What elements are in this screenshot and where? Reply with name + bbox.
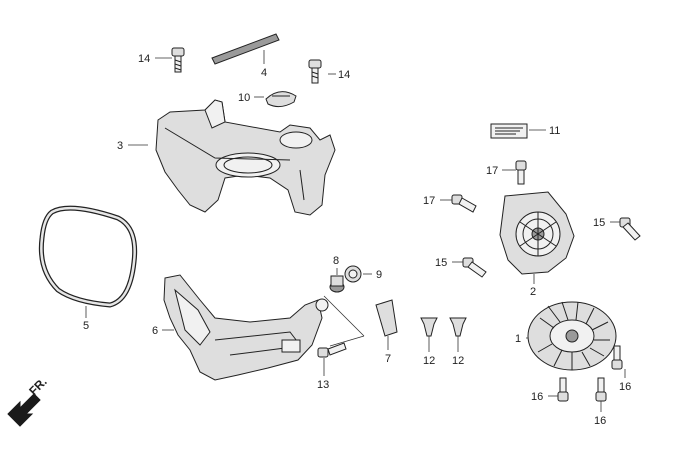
callout-12-left: 12 — [423, 355, 435, 367]
callout-16-middle: 16 — [594, 415, 606, 427]
label-plate-part-11 — [490, 123, 528, 139]
front-direction-label: FR. — [26, 375, 50, 399]
callout-14-left: 14 — [138, 53, 150, 65]
callout-4: 4 — [261, 67, 267, 79]
bolt-part-15-right — [619, 217, 641, 241]
callout-1: 1 — [515, 333, 521, 345]
callout-11: 11 — [549, 125, 560, 137]
bolt-part-16-middle — [595, 377, 607, 402]
fan-housing-part-2 — [499, 191, 575, 275]
leader-lines — [85, 50, 626, 412]
cap-part-9 — [344, 265, 362, 283]
upper-shroud-part-3 — [155, 99, 336, 216]
front-direction-indicator: FR. — [7, 375, 50, 427]
lower-shroud-part-6 — [163, 274, 323, 381]
callout-6: 6 — [152, 325, 158, 337]
gasket-part-5 — [38, 205, 138, 308]
bolt-part-14-right — [308, 59, 322, 84]
callout-2: 2 — [530, 286, 536, 298]
bolt-part-16-left — [557, 377, 569, 402]
callout-3: 3 — [117, 140, 123, 152]
callout-16-left: 16 — [531, 391, 543, 403]
fan-impeller-part-1 — [527, 301, 617, 371]
callout-labels: 14 14 4 10 3 5 6 8 9 13 7 12 12 11 17 17… — [83, 53, 631, 427]
callout-12-right: 12 — [452, 355, 464, 367]
bolt-part-17-left — [451, 194, 477, 213]
callout-15-left: 15 — [435, 257, 447, 269]
bracket-part-7 — [375, 299, 398, 337]
callout-17-top: 17 — [486, 165, 498, 177]
fitting-part-8-lower — [315, 298, 329, 312]
callout-9: 9 — [376, 269, 382, 281]
clip-part-12-right — [449, 317, 467, 337]
clip-part-12-left — [420, 317, 438, 337]
bolt-part-16-right — [611, 345, 623, 370]
callout-5: 5 — [83, 320, 89, 332]
seal-strip-part-4 — [211, 33, 280, 65]
bolt-part-17-top — [515, 160, 527, 185]
grommet-part-10 — [265, 91, 297, 108]
callout-14-right: 14 — [338, 69, 350, 81]
callout-8: 8 — [333, 255, 339, 267]
bolt-part-13 — [317, 342, 347, 358]
bolt-part-14-left — [171, 47, 185, 73]
callout-7: 7 — [385, 353, 391, 365]
callout-10: 10 — [238, 92, 250, 104]
callout-15-right: 15 — [593, 217, 605, 229]
plug-part-8 — [329, 275, 345, 293]
front-arrow-icon — [7, 393, 41, 427]
callout-17-left: 17 — [423, 195, 435, 207]
bolt-part-15-left — [462, 257, 487, 278]
callout-16-right: 16 — [619, 381, 631, 393]
callout-13: 13 — [317, 379, 329, 391]
